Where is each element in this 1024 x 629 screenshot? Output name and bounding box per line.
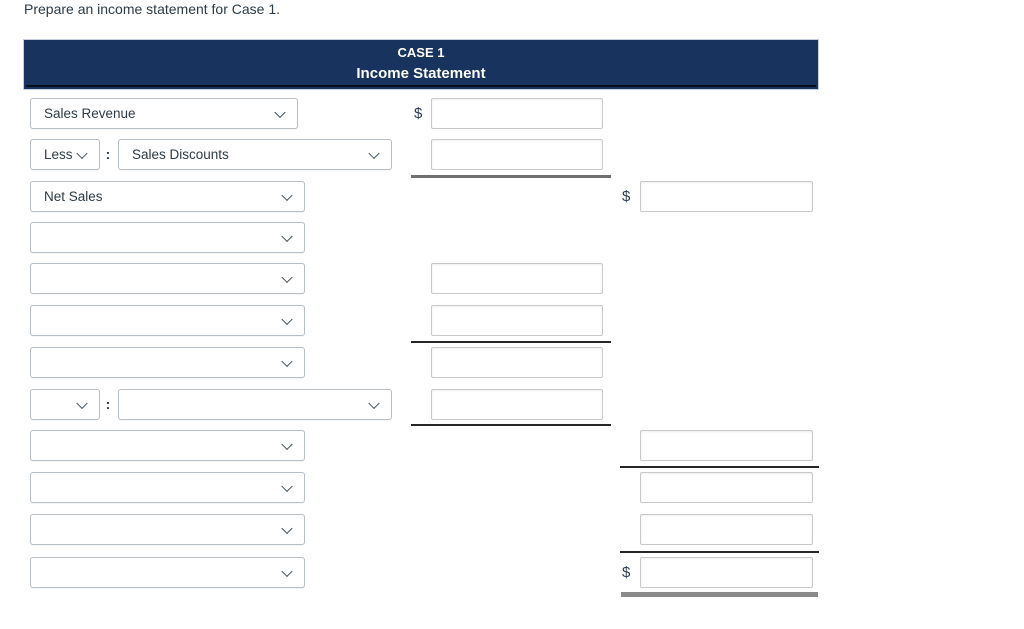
subtotal-rule (620, 551, 819, 553)
case-title: CASE 1 (397, 45, 445, 61)
colon-separator: : (105, 396, 111, 412)
chevron-down-icon (281, 522, 293, 534)
selected-option: Sales Discounts (132, 147, 229, 162)
chevron-down-icon (281, 313, 293, 325)
amount-input-middle-2[interactable] (431, 139, 603, 170)
account-select-8[interactable] (118, 389, 392, 420)
subtotal-rule (411, 175, 611, 178)
amount-input-middle-8[interactable] (431, 389, 603, 420)
statement-title: Income Statement (356, 65, 486, 83)
account-select-7[interactable] (30, 347, 305, 378)
chevron-down-icon (76, 397, 88, 409)
chevron-down-icon (281, 565, 293, 577)
amount-input-right-3[interactable] (640, 181, 813, 212)
statement-header: CASE 1 Income Statement (23, 39, 819, 90)
amount-input-right-11[interactable] (640, 514, 813, 545)
chevron-down-icon (281, 189, 293, 201)
modifier-select-8[interactable] (30, 389, 100, 420)
amount-input-right-10[interactable] (640, 472, 813, 503)
amount-input-right-9[interactable] (640, 430, 813, 461)
account-select-4[interactable] (30, 222, 305, 253)
dollar-sign: $ (414, 105, 423, 122)
dollar-sign: $ (622, 564, 631, 581)
amount-input-right-12[interactable] (640, 557, 813, 588)
chevron-down-icon (368, 397, 380, 409)
amount-input-middle-7[interactable] (431, 347, 603, 378)
account-select-1[interactable]: Sales Revenue (30, 98, 298, 129)
header-bottom-rule (26, 85, 816, 87)
dollar-sign: $ (622, 188, 631, 205)
account-select-10[interactable] (30, 472, 305, 503)
account-select-6[interactable] (30, 305, 305, 336)
total-rule (621, 592, 818, 597)
account-select-11[interactable] (30, 514, 305, 545)
instruction-text: Prepare an income statement for Case 1. (24, 1, 281, 17)
amount-input-middle-1[interactable] (431, 98, 603, 129)
chevron-down-icon (274, 106, 286, 118)
colon-separator: : (105, 146, 111, 162)
amount-input-middle-5[interactable] (431, 263, 603, 294)
chevron-down-icon (281, 480, 293, 492)
account-select-3[interactable]: Net Sales (30, 181, 305, 212)
subtotal-rule (411, 424, 611, 426)
amount-input-middle-6[interactable] (431, 305, 603, 336)
subtotal-rule (620, 466, 819, 468)
account-select-9[interactable] (30, 430, 305, 461)
account-select-12[interactable] (30, 557, 305, 588)
chevron-down-icon (281, 438, 293, 450)
selected-option: Less (44, 147, 73, 162)
account-select-2[interactable]: Sales Discounts (118, 139, 392, 170)
chevron-down-icon (281, 271, 293, 283)
account-select-5[interactable] (30, 263, 305, 294)
chevron-down-icon (281, 230, 293, 242)
modifier-select-2[interactable]: Less (30, 139, 100, 170)
chevron-down-icon (368, 147, 380, 159)
chevron-down-icon (76, 147, 88, 159)
chevron-down-icon (281, 355, 293, 367)
selected-option: Sales Revenue (44, 106, 136, 121)
subtotal-rule (411, 341, 611, 343)
selected-option: Net Sales (44, 189, 103, 204)
